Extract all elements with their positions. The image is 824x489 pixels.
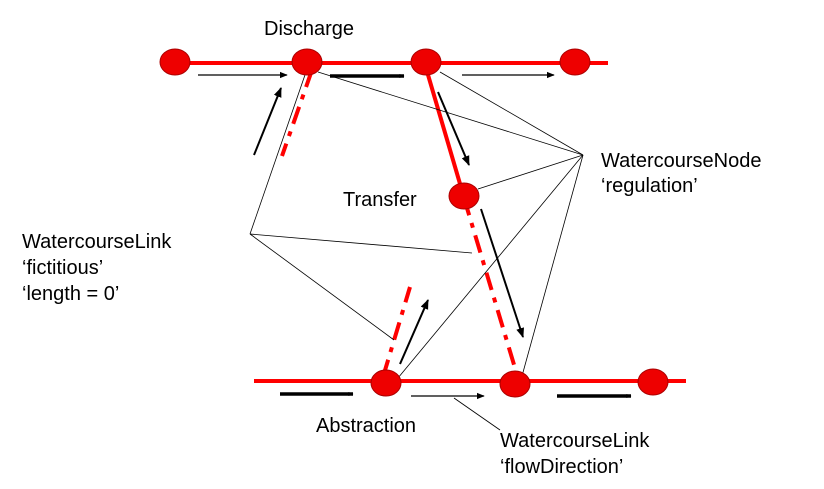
flow-arrow	[399, 299, 429, 365]
leader-line	[392, 154, 584, 385]
label-watercourse-link: WatercourseLink	[22, 231, 172, 253]
node-discharge	[291, 48, 323, 76]
fictitious-link-transfer	[462, 197, 520, 379]
leader-line	[477, 154, 584, 190]
node-upper-right	[559, 48, 591, 76]
label-watercourse-node: WatercourseNode	[601, 150, 761, 172]
fictitious-link-abstraction	[381, 286, 412, 378]
leader-line	[521, 154, 584, 377]
node-upper-junction	[410, 48, 442, 76]
node-lower-right	[637, 368, 669, 396]
watercourse-links	[160, 61, 686, 383]
label-node-regulation: ‘regulation’	[601, 175, 698, 197]
leader-lines	[249, 71, 584, 431]
flow-arrow	[437, 91, 470, 166]
leader-line	[439, 71, 584, 156]
node-abstraction	[370, 369, 402, 397]
node-upper-left	[159, 48, 191, 76]
watercourse-nodes	[159, 48, 669, 398]
leader-line	[317, 71, 584, 156]
leader-line	[249, 233, 473, 254]
flow-arrow	[253, 87, 282, 156]
node-transfer	[448, 182, 480, 210]
labels: Discharge Transfer Abstraction Watercour…	[22, 18, 761, 478]
fictitious-link-discharge	[280, 69, 314, 157]
label-flow-link: WatercourseLink	[500, 430, 650, 452]
label-discharge: Discharge	[264, 18, 354, 40]
flow-arrows	[198, 71, 632, 400]
leader-line	[249, 71, 307, 235]
leader-line	[249, 233, 395, 341]
label-abstraction: Abstraction	[316, 415, 416, 437]
label-transfer: Transfer	[343, 189, 417, 211]
transfer-watercourse-link	[424, 67, 465, 195]
node-lower-junction	[499, 370, 531, 398]
label-link-fictitious: ‘fictitious’	[22, 257, 103, 279]
flow-arrow	[480, 208, 524, 338]
label-link-length: ‘length = 0’	[22, 283, 119, 305]
leader-line	[453, 397, 501, 431]
label-flow-direction: ‘flowDirection’	[500, 456, 623, 478]
